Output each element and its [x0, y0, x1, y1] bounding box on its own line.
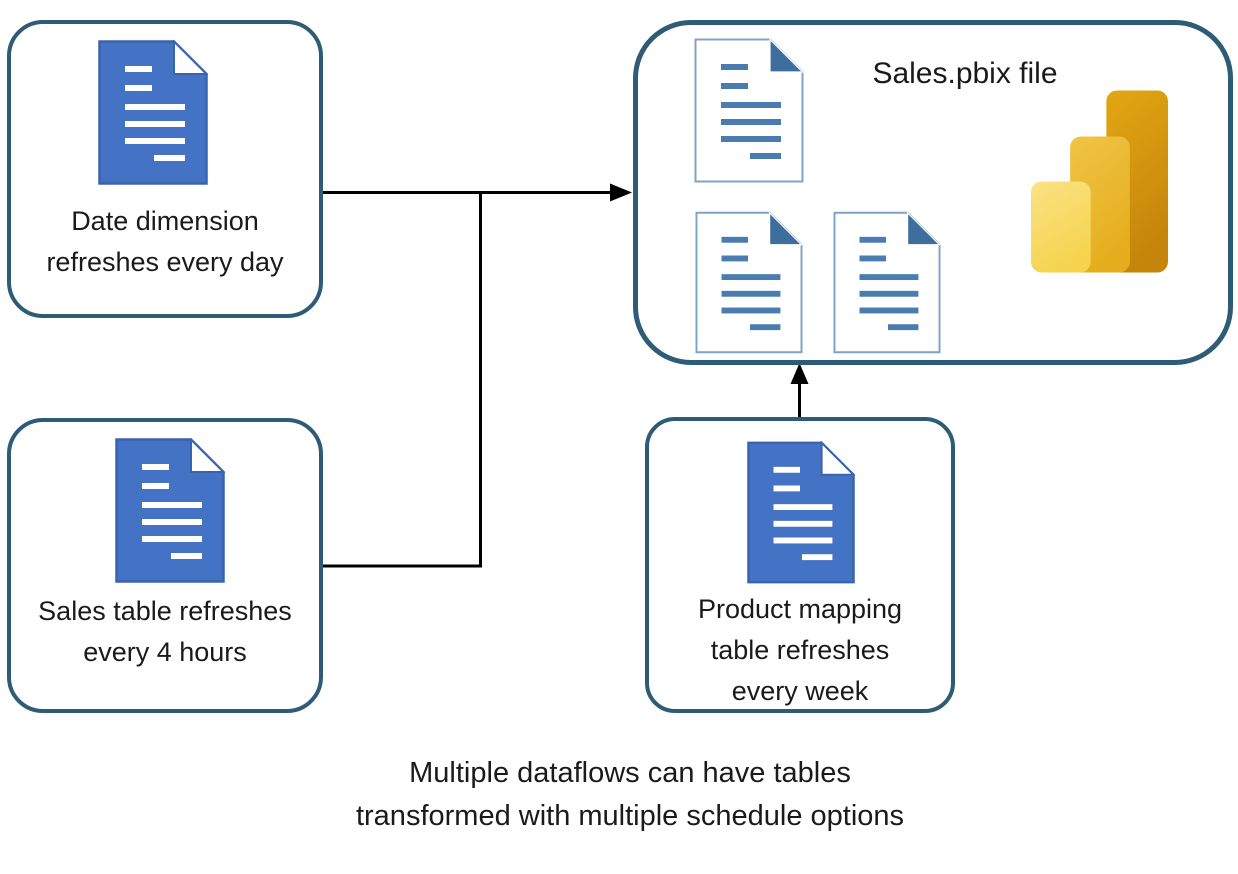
node-product-mapping-label: Product mapping table refreshes every we…: [649, 589, 951, 712]
arrowhead-right-icon: [610, 183, 632, 202]
node-product-mapping: Product mapping table refreshes every we…: [645, 417, 955, 713]
caption-line: Multiple dataflows can have tables: [409, 757, 851, 789]
document-icon: [747, 441, 855, 584]
node-sales-table-label: Sales table refreshes every 4 hours: [11, 591, 319, 673]
node-sales-pbix: Sales.pbix file: [633, 20, 1233, 365]
document-icon: [98, 40, 208, 185]
label-line: table refreshes: [710, 635, 890, 665]
label-line: Product mapping: [697, 594, 903, 624]
diagram-caption: Multiple dataflows can have tables trans…: [280, 752, 980, 838]
label-line: Date dimension: [71, 206, 259, 236]
power-bi-logo-icon: [1031, 90, 1168, 273]
pbix-file-title: Sales.pbix file: [872, 57, 1058, 90]
node-date-dimension: Date dimension refreshes every day: [7, 20, 323, 318]
document-outline-icon: [695, 211, 803, 354]
node-sales-table: Sales table refreshes every 4 hours: [7, 418, 323, 713]
label-line: Sales table refreshes: [38, 596, 292, 626]
label-line: every week: [731, 676, 869, 706]
document-icon: [115, 438, 225, 583]
label-line: refreshes every day: [46, 247, 284, 277]
document-outline-icon: [694, 38, 804, 183]
document-outline-icon: [833, 211, 941, 354]
node-date-dimension-label: Date dimension refreshes every day: [11, 201, 319, 283]
label-line: every 4 hours: [83, 637, 247, 667]
arrowhead-up-icon: [790, 363, 809, 384]
caption-line: transformed with multiple schedule optio…: [355, 800, 905, 832]
